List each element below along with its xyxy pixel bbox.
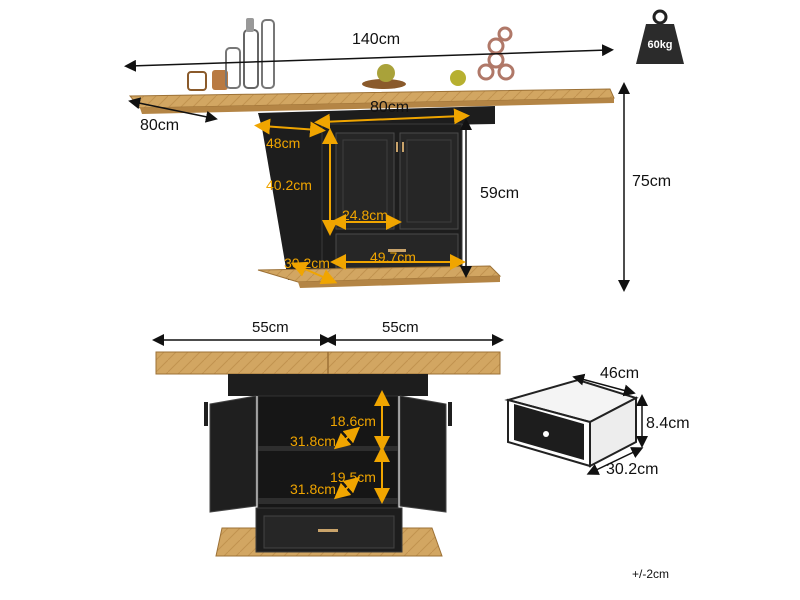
extended-table [128, 88, 615, 288]
pedestal-side [262, 124, 322, 280]
top-dimension-lines [124, 44, 630, 292]
open-door-right [399, 395, 447, 513]
drawer-width-detail-label: 46cm [600, 365, 640, 382]
left-leaf-label: 55cm [252, 319, 289, 336]
drawer-width-label: 49.7cm [370, 249, 416, 265]
weight-label: 60kg [647, 39, 673, 51]
shelf-lower-height-label: 19.5cm [330, 469, 376, 485]
drawer-height-detail-label: 8.4cm [646, 415, 690, 432]
bottle-icon [243, 29, 259, 89]
shelf-upper [258, 446, 398, 451]
fruit-icon [377, 64, 395, 82]
inner-width-label: 80cm [370, 99, 410, 116]
depth-label: 80cm [140, 117, 180, 134]
bottom-dimension-lines [152, 334, 504, 504]
open-cabinet [155, 351, 501, 557]
tabletop-decor [187, 18, 515, 91]
shelf-upper-depth-label: 31.8cm [290, 433, 336, 449]
drawer-depth-detail-label: 30.2cm [606, 461, 659, 478]
length-label: 140cm [352, 31, 401, 48]
right-leaf-label: 55cm [382, 319, 419, 336]
inner-depth-label: 48cm [266, 135, 301, 151]
shelf-lower [258, 498, 398, 504]
shelf-lower-depth-label: 31.8cm [290, 481, 336, 497]
weight-icon [636, 9, 684, 64]
door-right [399, 132, 459, 230]
tolerance-label: +/-2cm [632, 567, 670, 581]
cabinet-height-label: 40.2cm [266, 177, 312, 193]
body-height-label: 59cm [480, 185, 520, 202]
door-width-label: 24.8cm [342, 207, 388, 223]
open-door-left [209, 395, 257, 513]
height-label: 75cm [632, 173, 672, 190]
base-depth-label: 30.2cm [284, 255, 330, 271]
drawer-icon [504, 373, 648, 475]
shelf-upper-height-label: 18.6cm [330, 413, 376, 429]
